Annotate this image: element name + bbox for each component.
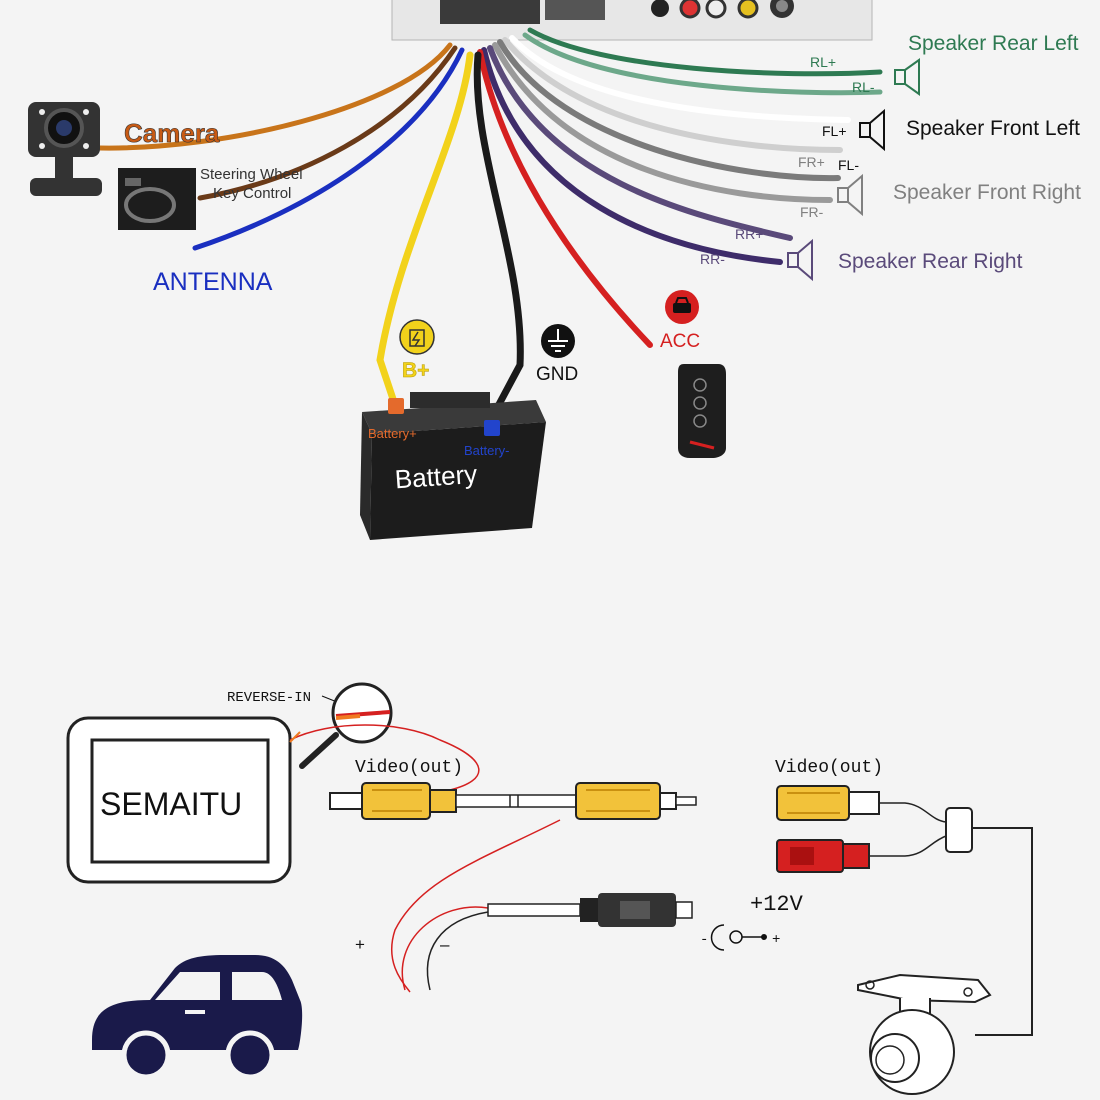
speaker-icon — [859, 108, 885, 152]
speaker-front-left: Speaker Front Left FL+ FL- — [822, 108, 1080, 173]
acc-label: ACC — [660, 331, 700, 352]
wire-front-left-minus — [502, 37, 843, 153]
car-battery: Battery Battery+ Battery- — [360, 392, 546, 540]
battery-negative-label: Battery- — [464, 443, 510, 458]
bplus-label: B+ — [402, 359, 429, 382]
power-red-wire — [390, 819, 561, 993]
reverse-wire-orange — [289, 731, 301, 743]
video-out-right-label: Video(out) — [775, 758, 883, 778]
battery-positive-label: Battery+ — [368, 426, 417, 441]
camera-icon — [28, 102, 102, 196]
wire-front-right-minus — [492, 42, 833, 203]
svg-text:+: + — [772, 932, 780, 948]
rca-cable-right — [776, 785, 1033, 1036]
speaker-icon — [837, 173, 863, 217]
camera-label: Camera — [124, 118, 220, 148]
gnd-label: GND — [536, 364, 578, 385]
head-unit-brand: SEMAITU — [100, 786, 242, 822]
backup-camera-icon — [857, 973, 992, 1095]
speaker-rear-right-minus: RR- — [700, 251, 725, 267]
head-unit-screen: SEMAITU — [66, 716, 292, 884]
speaker-rear-left-plus: RL+ — [810, 54, 836, 70]
wire-antenna — [192, 47, 465, 251]
speaker-icon — [894, 58, 920, 96]
speaker-rear-left-minus: RL- — [852, 79, 875, 95]
speaker-front-right-title: Speaker Front Right — [893, 181, 1081, 204]
wire-rear-right-minus — [481, 47, 783, 265]
rca-cable-left — [329, 782, 697, 820]
power-black-wire — [426, 911, 489, 991]
speaker-front-left-plus: FL+ — [822, 123, 847, 139]
battery-label: Battery — [394, 459, 478, 495]
speaker-rear-right-plus: RR+ — [735, 226, 763, 242]
speaker-rear-left: Speaker Rear Left RL+ RL- — [810, 32, 1079, 96]
wire-front-right-plus — [497, 39, 841, 182]
speaker-front-right: Speaker Front Right FR+ FR- — [798, 154, 1081, 220]
speaker-rear-right-title: Speaker Rear Right — [838, 250, 1023, 273]
antenna-label: ANTENNA — [153, 268, 273, 296]
magnifier-icon — [299, 682, 393, 769]
steering-label-2: Key Control — [213, 185, 291, 202]
wire-steering — [197, 45, 458, 201]
speaker-rear-right: Speaker Rear Right RR+ RR- — [700, 226, 1023, 282]
wire-front-left-plus — [509, 35, 851, 123]
wire-acc — [477, 49, 653, 348]
steering-wheel-icon — [118, 168, 196, 230]
speaker-icon — [787, 238, 813, 282]
wire-gnd — [473, 51, 524, 414]
car-key-fob-icon — [678, 364, 726, 458]
speaker-front-right-minus: FR- — [800, 204, 824, 220]
speaker-front-left-minus: FL- — [838, 157, 859, 173]
wire-bplus — [376, 51, 474, 409]
speaker-rear-left-title: Speaker Rear Left — [908, 32, 1079, 55]
plus-sign: + — [355, 935, 365, 954]
ground-icon — [541, 324, 575, 358]
acc-key-icon — [665, 290, 699, 324]
dc-polarity-icon: - + — [700, 924, 780, 951]
wire-camera — [97, 42, 453, 151]
wire-rear-right-plus — [487, 45, 793, 241]
power-connector — [487, 893, 693, 927]
power-12v-label: +12V — [750, 892, 804, 917]
car-icon — [92, 955, 303, 1080]
video-out-left-label: Video(out) — [355, 758, 463, 778]
steering-label-1: Steering Wheel — [200, 166, 303, 183]
wire-rear-left-minus — [522, 32, 883, 96]
wire-bundle — [97, 27, 883, 414]
power-red-wire-2 — [401, 906, 489, 991]
head-unit-back-panel — [391, 0, 873, 41]
battery-charge-icon — [399, 319, 435, 355]
reverse-in-label: REVERSE-IN — [227, 690, 311, 706]
reverse-wire — [289, 724, 480, 791]
wire-rear-left-plus — [527, 27, 883, 77]
speaker-front-right-plus: FR+ — [798, 154, 825, 170]
minus-sign: – — [440, 935, 450, 954]
speaker-front-left-title: Speaker Front Left — [906, 117, 1080, 140]
svg-text:-: - — [700, 932, 708, 948]
